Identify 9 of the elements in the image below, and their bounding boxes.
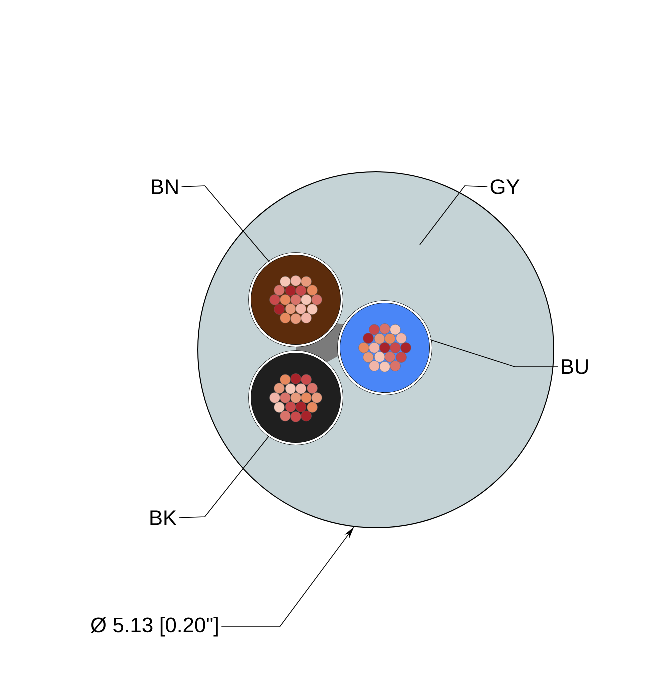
wire-label: Ø 5.13 [0.20"] (91, 617, 218, 637)
wire-label: BN (152, 180, 178, 194)
leader-line (181, 186, 270, 263)
leader-line (178, 435, 270, 518)
leader-line (420, 186, 488, 246)
leader-line (430, 340, 559, 368)
wire-label: BU (562, 360, 588, 374)
wire-label: BK (150, 510, 177, 526)
wire-label: GY (490, 180, 520, 194)
